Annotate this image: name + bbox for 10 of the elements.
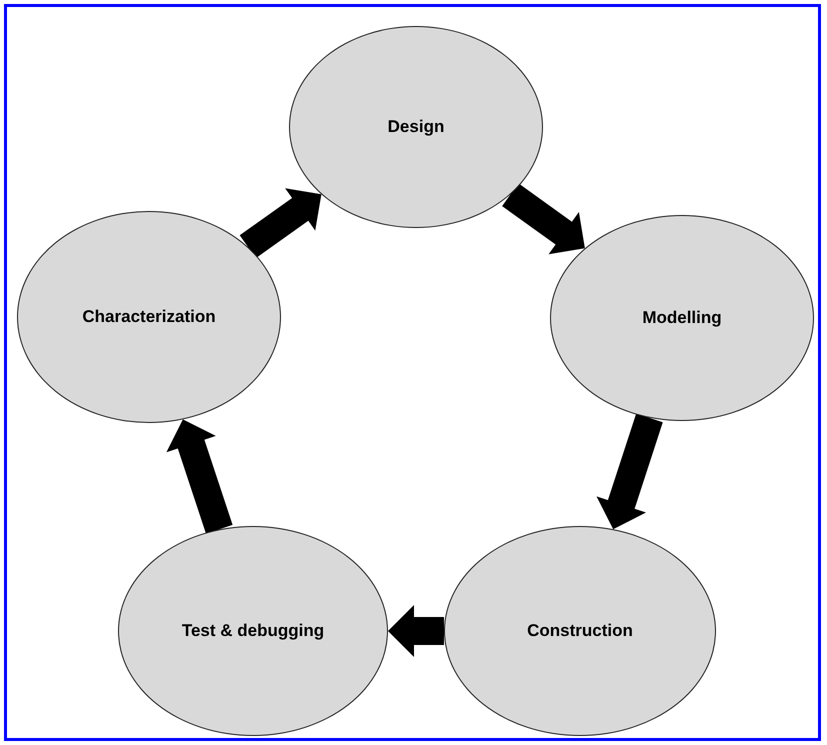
node-label: Characterization	[82, 307, 216, 327]
block-arrow	[240, 188, 322, 258]
node-label: Construction	[527, 621, 633, 641]
block-arrow	[502, 183, 585, 254]
node-label: Test & debugging	[182, 621, 324, 641]
node-label: Design	[388, 117, 444, 137]
node-label: Modelling	[642, 308, 722, 328]
block-arrow	[166, 419, 233, 534]
block-arrow	[388, 605, 444, 657]
block-arrow	[596, 414, 663, 530]
